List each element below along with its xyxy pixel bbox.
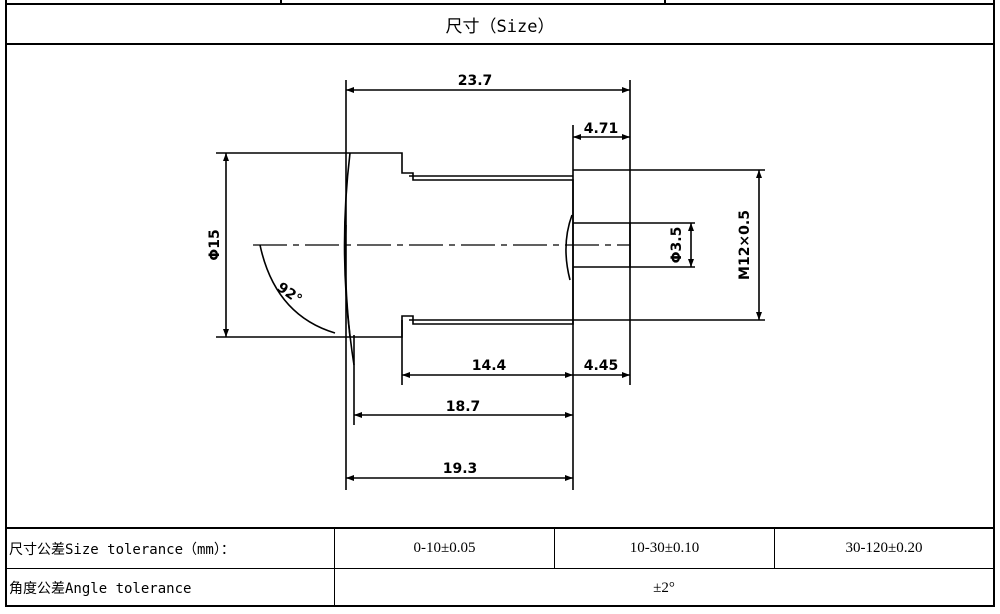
dim-label-field-angle: 92° bbox=[274, 280, 305, 308]
top-strip bbox=[5, 0, 995, 5]
size-tolerance-label: 尺寸公差Size tolerance（mm）： bbox=[5, 529, 335, 568]
dim-label-length-a: 18.7 bbox=[446, 399, 481, 415]
angle-tolerance-value: ±2° bbox=[653, 579, 675, 596]
top-divider bbox=[664, 0, 666, 5]
lens-drawing: 23.7 4.71 Φ15 92° Φ3.5 M12×0.5 14.4 4.45… bbox=[5, 45, 995, 527]
angle-tolerance-label: 角度公差Angle tolerance bbox=[5, 569, 335, 607]
size-title-row: 尺寸（Size） bbox=[5, 5, 995, 45]
angle-arc bbox=[259, 244, 336, 334]
dim-label-barrel-length: 14.4 bbox=[472, 358, 507, 374]
tolerance-range-3: 30-120±0.20 bbox=[845, 540, 923, 556]
rear-glass bbox=[565, 214, 573, 281]
dim-label-rear-offset: 4.45 bbox=[584, 358, 619, 374]
dim-label-rear-step: 4.71 bbox=[584, 121, 619, 137]
top-divider bbox=[280, 0, 282, 5]
tolerance-range-2: 10-30±0.10 bbox=[555, 529, 775, 568]
dim-label-overall-length: 23.7 bbox=[458, 73, 493, 89]
size-tolerance-row: 尺寸公差Size tolerance（mm）： 0-10±0.05 10-30±… bbox=[5, 527, 995, 569]
dim-label-pin-diameter: Φ3.5 bbox=[669, 227, 685, 264]
dim-label-outer-diameter: Φ15 bbox=[207, 229, 223, 260]
angle-tolerance-row: 角度公差Angle tolerance ±2° bbox=[5, 569, 995, 607]
lens-drawing-svg: 23.7 4.71 Φ15 92° Φ3.5 M12×0.5 14.4 4.45… bbox=[207, 73, 765, 490]
size-title: 尺寸（Size） bbox=[445, 16, 555, 37]
dim-label-thread: M12×0.5 bbox=[737, 210, 753, 280]
dim-label-length-b: 19.3 bbox=[443, 461, 478, 477]
spec-frame bbox=[5, 0, 995, 607]
tolerance-range-1: 0-10±0.05 bbox=[335, 529, 555, 568]
